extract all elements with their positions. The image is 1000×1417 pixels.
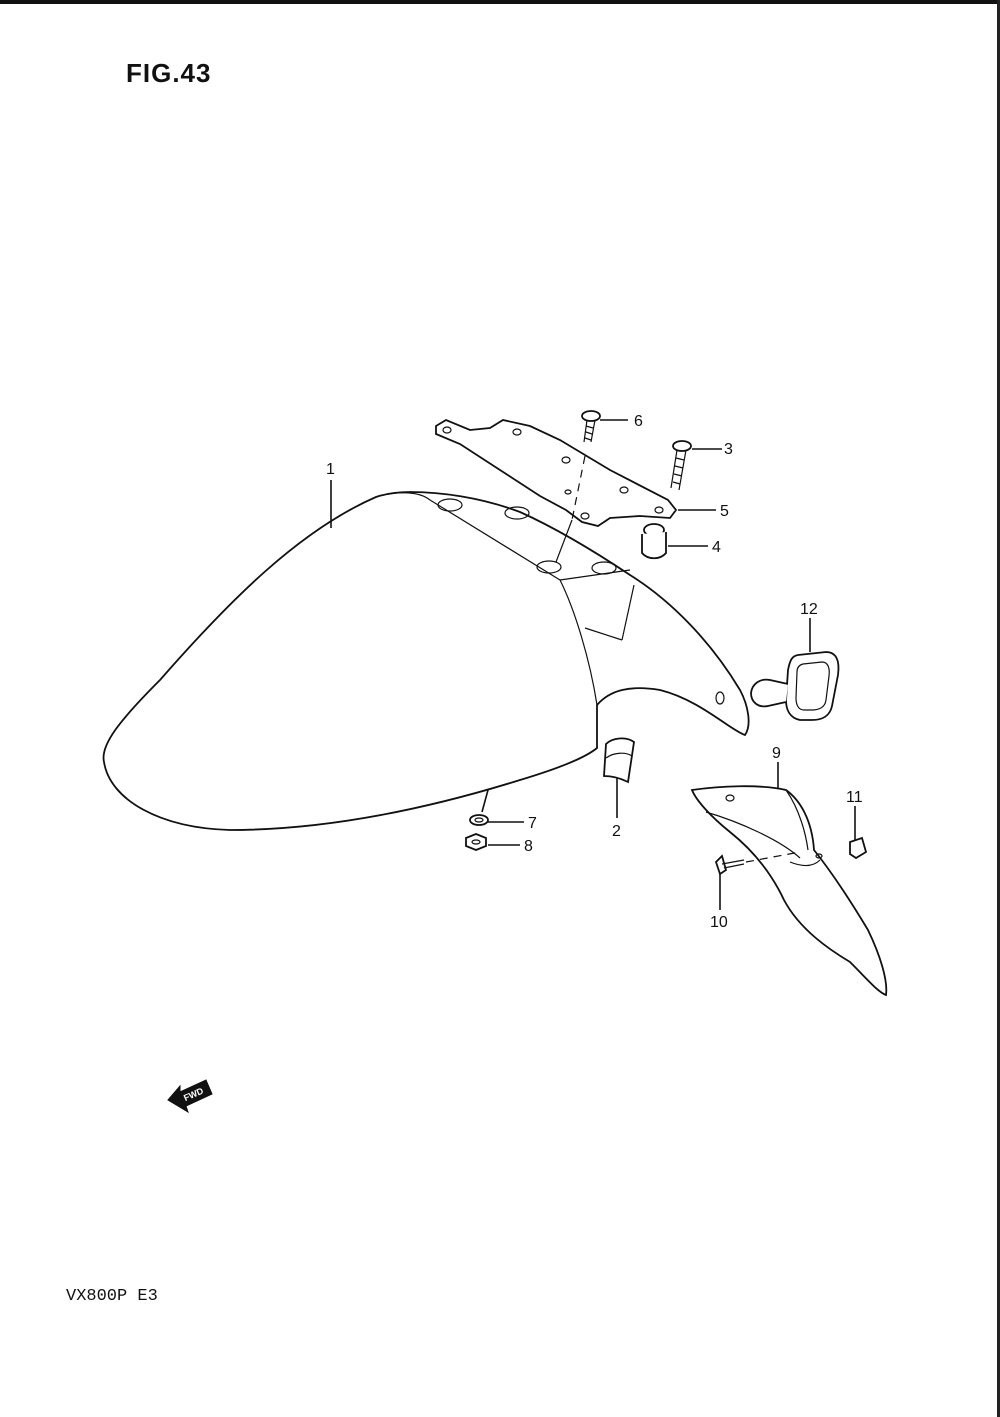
- callout-6: 6: [634, 413, 643, 430]
- callout-12: 12: [800, 601, 818, 618]
- washer-7: [469, 814, 489, 826]
- callout-5: 5: [720, 503, 729, 520]
- forward-direction-arrow: FWD: [167, 1079, 213, 1114]
- callout-11: 11: [846, 789, 863, 806]
- leader-lines: [330, 419, 856, 910]
- scan-edge-right: [997, 0, 1000, 1417]
- bolt-10: [714, 851, 801, 876]
- grommet-12: [750, 651, 840, 721]
- callout-9: 9: [772, 745, 781, 762]
- callout-8: 8: [524, 838, 533, 855]
- callout-4: 4: [712, 539, 721, 556]
- collar-4: [641, 523, 667, 560]
- fender-bracket-plate: [435, 418, 678, 527]
- callout-7: 7: [528, 815, 537, 832]
- figure-title: FIG.43: [126, 58, 212, 88]
- callout-10: 10: [710, 914, 728, 931]
- screw-3: [670, 440, 692, 491]
- callout-labels: 1 2 3 4 5 6 7 8 9 10 11 12: [326, 413, 863, 931]
- fender-extension-9: [690, 785, 888, 997]
- nut-8: [465, 833, 487, 851]
- clamp-2: [603, 737, 635, 784]
- callout-1: 1: [326, 461, 335, 478]
- scan-edge-top: [0, 0, 1000, 4]
- callout-3: 3: [724, 441, 733, 458]
- callout-2: 2: [612, 823, 621, 840]
- front-fender: [102, 491, 750, 831]
- clip-nut-11: [849, 836, 868, 860]
- model-code: VX800P E3: [66, 1287, 158, 1306]
- screw-6: [555, 410, 601, 563]
